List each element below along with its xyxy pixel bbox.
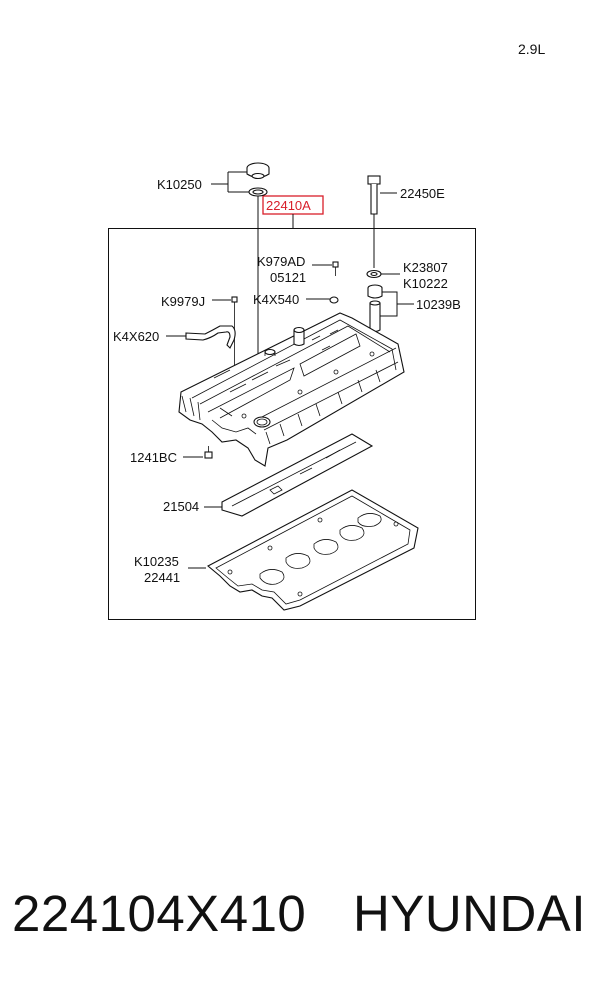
plug-tube-gasket — [221, 433, 374, 517]
callout-05121: 05121 — [270, 270, 306, 285]
callout-22441: 22441 — [144, 570, 180, 585]
assembly-frame — [108, 228, 476, 620]
footer-bar: 224104X410 HYUNDAI — [0, 878, 600, 948]
grommet — [367, 284, 383, 299]
part-number: 224104X410 — [12, 884, 307, 942]
callout-1241bc: 1241BC — [130, 450, 177, 465]
cover-gasket — [207, 489, 419, 611]
flange-bolt — [204, 446, 213, 459]
small-bolt — [332, 261, 339, 276]
highlighted-part-callout[interactable]: 22410A — [262, 195, 324, 215]
cap-gasket — [248, 187, 268, 197]
callout-k979ad: K979AD — [257, 254, 305, 269]
callout-k10235: K10235 — [134, 554, 179, 569]
callout-k23807: K23807 — [403, 260, 448, 275]
highlighted-part-label[interactable]: 22410A — [266, 198, 311, 213]
spacer-sleeve — [369, 300, 381, 333]
callout-10239b: 10239B — [416, 297, 461, 312]
engine-size-label: 2.9L — [518, 41, 546, 57]
callout-k10250: K10250 — [157, 177, 202, 192]
breather-hose — [185, 325, 236, 349]
callout-22450e: 22450E — [400, 186, 445, 201]
long-bolt — [367, 175, 381, 215]
callout-k4x620: K4X620 — [113, 329, 159, 344]
callout-k4x540: K4X540 — [253, 292, 299, 307]
rocker-cover — [178, 312, 405, 467]
bolt-washer — [366, 269, 382, 279]
parts-diagram: 22410A K10250 22450E K23807 K10222 10239… — [108, 162, 476, 620]
brand-name: HYUNDAI — [352, 884, 586, 942]
small-grommet — [329, 296, 339, 304]
callout-21504: 21504 — [163, 499, 199, 514]
oil-filler-cap — [246, 162, 270, 180]
callout-k10222: K10222 — [403, 276, 448, 291]
callout-k9979j: K9979J — [161, 294, 205, 309]
